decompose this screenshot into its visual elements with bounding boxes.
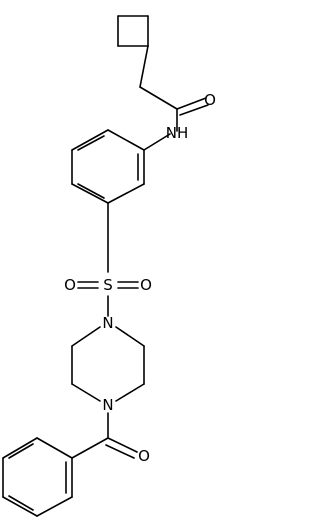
bond [71,437,109,459]
aromatic-bond [77,183,105,199]
bond [107,129,145,151]
atom-label-carbonyl-oxygen-bottom: O [138,447,150,465]
aromatic-bond [77,135,105,151]
bond [71,183,109,204]
atom-label-amide-nitrogen: NH [166,124,189,142]
atom-label-sulfur: S [103,276,113,294]
bond [115,383,145,402]
atom-label-piperazine-nitrogen-top: N [102,314,113,332]
atom-label-carbonyl-oxygen-top: O [204,91,216,109]
atom-label-sulfonyl-oxygen-right: O [140,276,152,294]
molecule-structure: O NH O S O N N O [2,15,216,517]
bond [139,45,149,88]
bond [2,496,38,517]
bond [2,437,38,459]
bond [143,133,171,151]
bond [71,383,101,402]
atom-label-piperazine-nitrogen-bottom: N [102,396,113,414]
atom-label-sulfonyl-oxygen-left: O [64,276,76,294]
double-bond [179,104,209,116]
bond [36,496,73,517]
bond [107,183,145,204]
bond [71,129,109,151]
double-bond [105,444,135,459]
aromatic-bond [8,495,34,511]
double-bond [176,97,207,110]
bond [139,86,178,110]
bonds [2,15,209,517]
double-bond [107,437,138,453]
bond [71,326,101,347]
atom-labels: O NH O S O N N O [64,91,216,465]
bond [36,437,73,459]
aromatic-bond [8,443,34,459]
bond [115,326,145,347]
